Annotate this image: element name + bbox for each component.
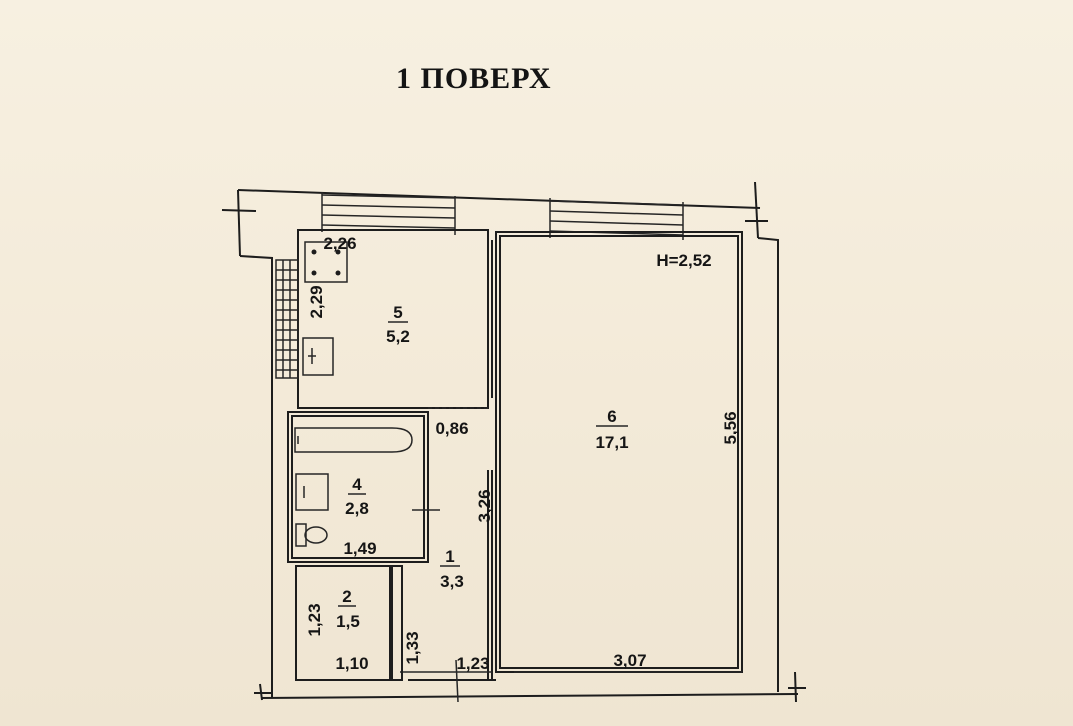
room-6-living xyxy=(495,231,743,673)
hall-length-label: 3,26 xyxy=(475,489,494,522)
room-2-number: 2 xyxy=(342,587,351,606)
living-length-label: 5,56 xyxy=(721,411,740,444)
bath-width-label: 1,49 xyxy=(343,539,376,558)
room-1-number: 1 xyxy=(445,547,454,566)
room-4-area: 2,8 xyxy=(345,499,369,518)
wc-depth-label: 1,23 xyxy=(305,603,324,636)
floor-title: 1 ПОВЕРХ xyxy=(396,62,552,95)
hall-bottom-depth-label: 1,33 xyxy=(403,631,422,664)
room-4-bathroom xyxy=(287,411,440,563)
room-2-wc xyxy=(295,565,403,681)
hall-bottom-width-label: 1,23 xyxy=(456,654,489,673)
outer-walls xyxy=(221,181,806,703)
living-width-label: 3,07 xyxy=(613,651,646,670)
room-6-number: 6 xyxy=(607,407,616,426)
room-2-area: 1,5 xyxy=(336,612,360,631)
room-1-hallway xyxy=(400,240,496,703)
kitchen-depth-label: 2,29 xyxy=(307,285,326,318)
radiator-grid xyxy=(275,259,299,379)
wc-width-label: 1,10 xyxy=(335,654,368,673)
room-4-number: 4 xyxy=(352,475,362,494)
room-1-area: 3,3 xyxy=(440,572,464,591)
room-5-number: 5 xyxy=(393,303,402,322)
room-6-area: 17,1 xyxy=(595,433,628,452)
ceiling-height-label: H=2,52 xyxy=(656,251,711,270)
room-5-area: 5,2 xyxy=(386,327,410,346)
hall-opening-label: 0,86 xyxy=(435,419,468,438)
kitchen-width-label: 2,26 xyxy=(323,234,356,253)
